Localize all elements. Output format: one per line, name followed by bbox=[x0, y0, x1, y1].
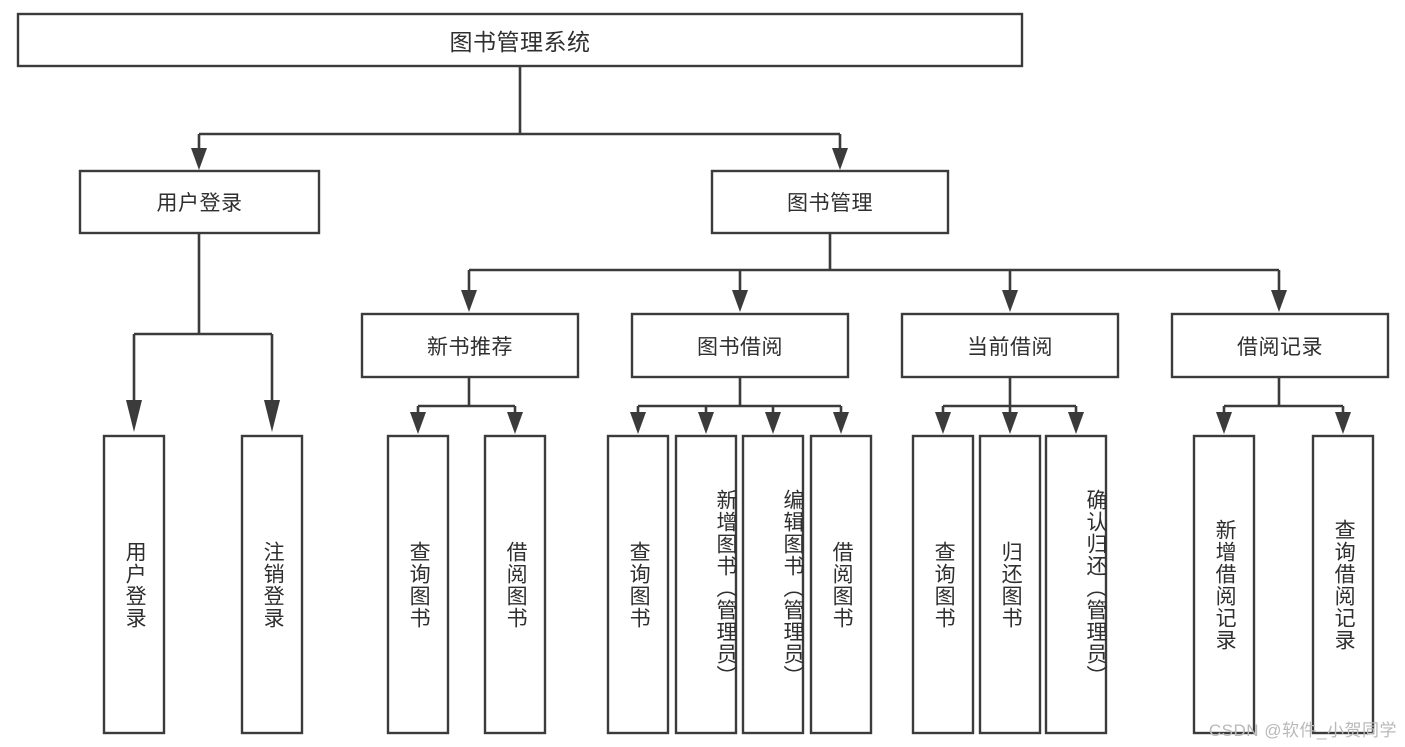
leaf-box-user-login-0[interactable] bbox=[102, 434, 166, 735]
leaf-box-new-book-1[interactable] bbox=[483, 434, 547, 735]
leaf-box-current-borrow-0[interactable] bbox=[911, 434, 975, 735]
leaf-box-borrow-record-1[interactable] bbox=[1311, 434, 1375, 735]
leaf-box-new-book-0[interactable] bbox=[386, 434, 450, 735]
leaf-box-book-borrow-1[interactable] bbox=[674, 434, 738, 735]
node-box-root[interactable] bbox=[16, 12, 1024, 68]
node-box-current-borrow[interactable] bbox=[900, 312, 1120, 379]
leaf-box-book-borrow-3[interactable] bbox=[809, 434, 873, 735]
leaf-box-book-borrow-0[interactable] bbox=[606, 434, 670, 735]
leaf-box-current-borrow-2[interactable] bbox=[1044, 434, 1108, 735]
connector-bookborrow-to-leaves bbox=[630, 377, 849, 434]
connector-borrowrecord-to-leaves bbox=[1216, 377, 1351, 434]
connector-root-to-level2 bbox=[191, 66, 848, 170]
node-box-new-book-recommend[interactable] bbox=[360, 312, 580, 379]
leaf-box-current-borrow-1[interactable] bbox=[978, 434, 1042, 735]
connector-currentborrow-to-leaves bbox=[935, 377, 1084, 434]
node-box-borrow-record[interactable] bbox=[1170, 312, 1390, 379]
leaf-box-user-login-1[interactable] bbox=[240, 434, 304, 735]
connector-userlogin-to-leaves bbox=[126, 233, 280, 432]
connector-newbook-to-leaves bbox=[410, 377, 523, 434]
leaf-box-borrow-record-0[interactable] bbox=[1192, 434, 1256, 735]
node-box-book-management[interactable] bbox=[710, 169, 950, 235]
connector-bookmgmt-to-level3 bbox=[461, 233, 1287, 312]
node-box-user-login[interactable] bbox=[78, 169, 321, 235]
node-box-book-borrow[interactable] bbox=[630, 312, 850, 379]
leaf-box-book-borrow-2[interactable] bbox=[741, 434, 805, 735]
